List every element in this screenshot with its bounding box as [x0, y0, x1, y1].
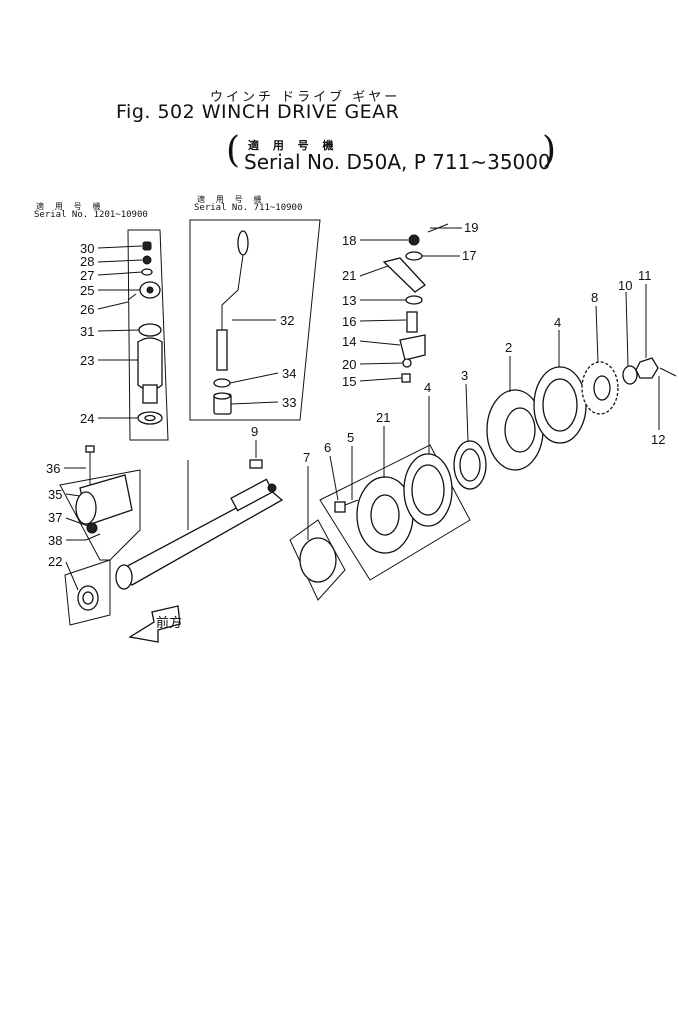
label-27: 26: [80, 302, 94, 317]
label-34: 34: [282, 366, 296, 381]
left-paren: (: [226, 130, 241, 171]
label-29: 28: [80, 254, 94, 269]
part-18-nut: [408, 234, 420, 246]
part-21-lever: [382, 257, 426, 293]
part-30-nut: [142, 241, 152, 251]
direction-arrow: 前方: [128, 605, 182, 643]
part-25-washer: [137, 411, 163, 425]
label-23: 22: [48, 554, 62, 569]
subbox-left-frame: [127, 229, 169, 441]
part-7-snap-ring: [299, 537, 337, 583]
part-15-bolt: [401, 373, 411, 383]
label-37: 37: [48, 510, 62, 525]
title-japanese: ウインチ ドライブ ギヤー: [210, 90, 401, 105]
part-6-bolt: [334, 499, 359, 513]
applicable-japanese: 適 用 号 機: [248, 139, 339, 152]
part-38-pin: [85, 533, 101, 541]
part-14-lever: [399, 334, 426, 361]
part-3-bearing: [453, 440, 487, 490]
label-30: 30: [80, 241, 94, 256]
subbox-lower-frame: [59, 469, 141, 561]
subbox-right-japanese: 適 用 号 機: [197, 195, 265, 204]
part-8-gear: [581, 361, 619, 415]
part-31-seal: [138, 323, 162, 337]
label-4-rear: 4: [554, 315, 561, 330]
part-17-washer: [405, 251, 423, 261]
label-7: 7: [303, 450, 310, 465]
label-15: 15: [342, 374, 356, 389]
subbox-right-serial: Serial No. 711~10900: [194, 203, 303, 213]
part-24-housing: [137, 337, 163, 404]
part-22-flange: [356, 476, 414, 554]
part-32-dipstick: [216, 230, 249, 371]
labels: 30 28 27 25 26 31 23 24 32 34 33 9 36 35…: [46, 220, 665, 591]
part-11-nut: [635, 357, 659, 379]
label-12: 12: [651, 432, 665, 447]
part-36-bolt: [85, 445, 95, 490]
label-21: 21: [342, 268, 356, 283]
part-16-shaft: [406, 311, 418, 333]
part-37-nut: [86, 522, 98, 534]
label-18: 18: [342, 233, 356, 248]
label-24: 23: [80, 353, 94, 368]
part-23-frame: [64, 559, 111, 626]
label-17: 17: [462, 248, 476, 263]
label-10: 10: [618, 278, 632, 293]
label-11: 11: [638, 268, 652, 283]
part-28-washer: [141, 268, 153, 276]
subbox-left-serial: Serial No. 1201~10900: [34, 210, 148, 220]
part-12-pin: [659, 367, 677, 377]
label-4-front: 4: [424, 380, 431, 395]
right-paren: ): [542, 130, 557, 171]
part-35-coupling: [75, 474, 133, 526]
label-36: 36: [46, 461, 60, 476]
label-9: 9: [251, 424, 258, 439]
label-14: 14: [342, 334, 356, 349]
label-28: 27: [80, 268, 94, 283]
label-33: 33: [282, 395, 296, 410]
figure-title: Fig. 502 WINCH DRIVE GEAR: [116, 101, 400, 123]
part-27-pin: [127, 293, 137, 301]
label-38: 38: [48, 533, 62, 548]
part-20-nut: [402, 358, 412, 368]
subbox-right-frame: [189, 219, 321, 421]
label-32: 32: [280, 313, 294, 328]
label-6: 6: [324, 440, 331, 455]
label-31: 31: [80, 324, 94, 339]
label-22: 21: [376, 410, 390, 425]
part-9-key: [249, 459, 263, 469]
label-35: 35: [48, 487, 62, 502]
label-19: 19: [464, 220, 478, 235]
part-13-oring: [405, 295, 423, 305]
part-33-bushing: [213, 392, 232, 415]
serial-range: Serial No. D50A, P 711~35000: [244, 150, 551, 174]
part-2-housing: [486, 389, 544, 471]
part-4-gasket-front: [403, 453, 453, 527]
label-8: 8: [591, 290, 598, 305]
part-23-seal: [77, 585, 99, 611]
main-shaft: [115, 478, 284, 590]
part-4-gasket-rear: [533, 366, 587, 444]
label-13: 13: [342, 293, 356, 308]
subbox-left-japanese: 適 用 号 機: [36, 202, 104, 211]
part-29-washer: [142, 255, 152, 265]
svg-text:前方: 前方: [156, 615, 182, 630]
label-20: 20: [342, 357, 356, 372]
label-26: 25: [80, 283, 94, 298]
part-26-cap: [139, 281, 161, 299]
label-2: 2: [505, 340, 512, 355]
part-10-washer: [622, 365, 638, 385]
label-5: 5: [347, 430, 354, 445]
label-25: 24: [80, 411, 94, 426]
part-34-washer: [213, 378, 231, 388]
label-16: 16: [342, 314, 356, 329]
label-3: 3: [461, 368, 468, 383]
